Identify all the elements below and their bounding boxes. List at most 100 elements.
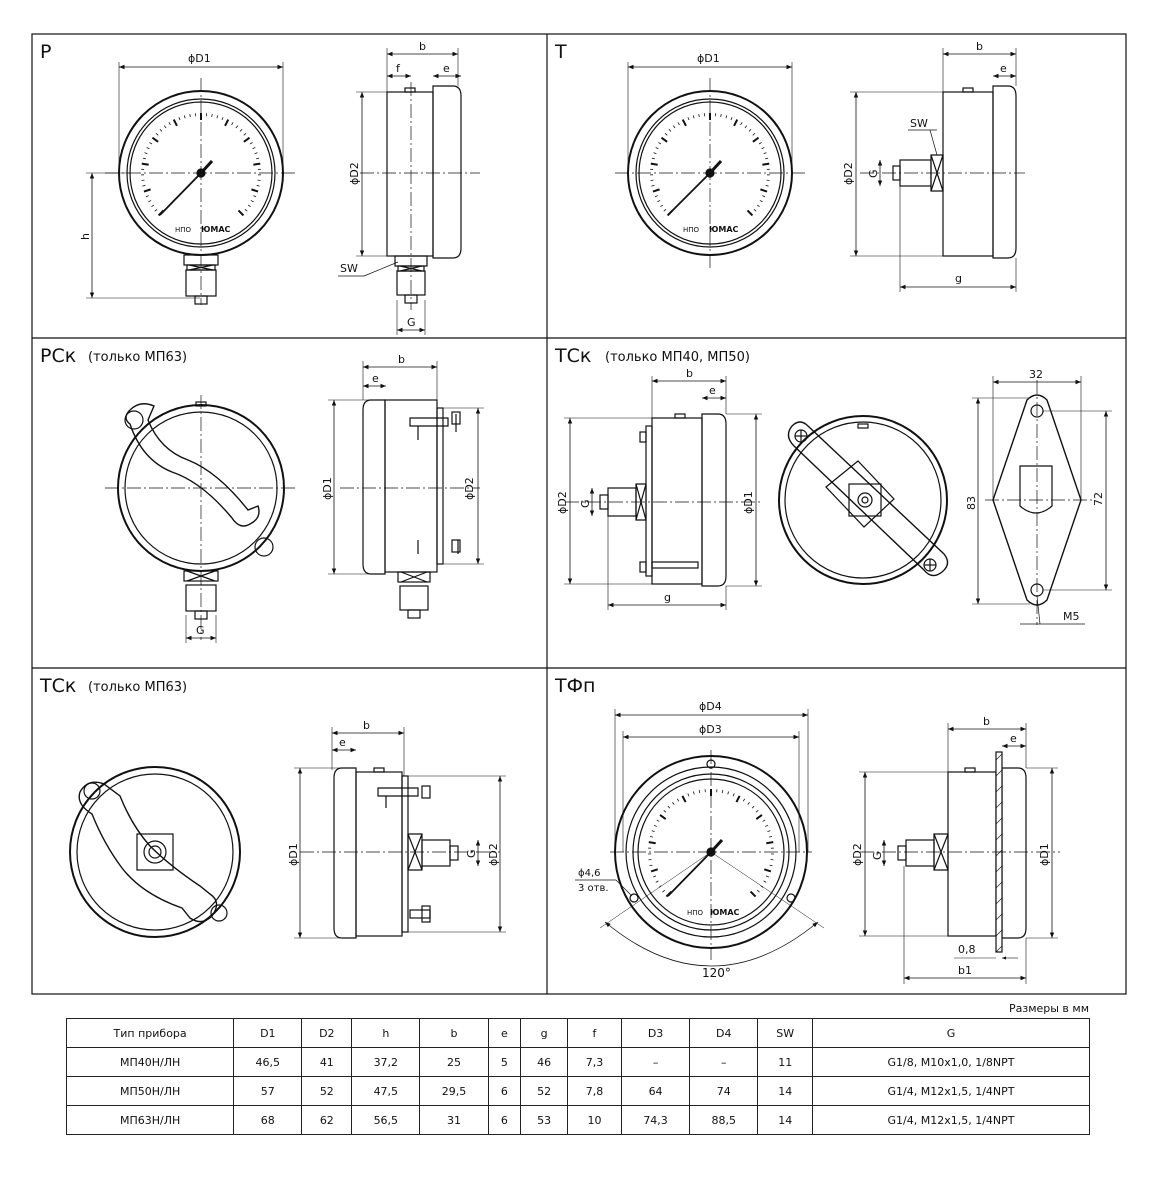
scale-tick (256, 185, 260, 187)
dim-b-t: b (976, 40, 983, 53)
gauge-side-rsk (340, 399, 480, 619)
scale-tick (651, 830, 655, 833)
dim-b1-tfp: b1 (958, 964, 972, 977)
scale-tick (667, 805, 671, 809)
scale-tick (251, 188, 259, 193)
scale-tick (142, 185, 146, 187)
scale-tick (751, 805, 755, 809)
table-cell: G1/4, M12x1,5, 1/4NPT (812, 1076, 1090, 1106)
gauge-side-tsk1 (565, 413, 760, 587)
scale-tick (752, 136, 760, 143)
table-cell: 14 (757, 1105, 814, 1135)
scale-tick (143, 188, 151, 193)
table-cell: 53 (520, 1105, 569, 1135)
scale-tick (732, 793, 735, 797)
scale-tick (653, 875, 657, 878)
table-cell: 41 (301, 1047, 353, 1077)
scale-tick (687, 793, 690, 797)
dim-g-t: G (867, 169, 880, 178)
panel-tsk2: b e ϕD1 G ϕD2 (69, 719, 506, 939)
scale-tick (762, 162, 770, 166)
table-cell: 68 (233, 1105, 303, 1135)
table-header: SW (757, 1018, 814, 1048)
table-cell: 10 (567, 1105, 622, 1135)
panel-title-tsk2: ТСк (39, 675, 76, 697)
scale-tick (149, 142, 153, 145)
scale-tick (749, 890, 757, 898)
scale-tick (249, 142, 253, 145)
table-cell: 11 (757, 1047, 814, 1077)
panel-title-tfp: ТФп (554, 675, 595, 697)
scale-tick (753, 209, 757, 212)
scale-tick (141, 162, 149, 166)
dim-sw-p: SW (340, 262, 358, 275)
table-cell: 64 (620, 1076, 691, 1106)
scale-tick (765, 875, 769, 878)
scale-tick (765, 824, 769, 827)
scale-tick (727, 791, 729, 795)
dim-g-p: G (407, 316, 416, 329)
scale-tick (144, 152, 148, 155)
panel-title-tsk1: ТСк (554, 345, 591, 367)
scale-tick (756, 889, 760, 893)
scale-tick (748, 128, 752, 132)
dim-g-tfp: G (871, 851, 884, 860)
scale-tick (224, 119, 230, 127)
scale-tick (747, 801, 750, 805)
dim-d1-rsk: ϕD1 (321, 477, 334, 500)
dim-g-rsk: G (196, 624, 205, 637)
scale-tick (763, 152, 767, 155)
scale-tick (767, 830, 771, 833)
table-header: b (419, 1018, 489, 1048)
table-cell: 6 (487, 1105, 522, 1135)
scale-tick (730, 117, 733, 121)
scale-tick (654, 195, 658, 198)
dim-d3-tfp: ϕD3 (699, 723, 722, 736)
dim-sw-t: SW (910, 117, 928, 130)
table-header: Тип прибора (65, 1018, 235, 1048)
scale-tick (256, 157, 260, 160)
dim-g-tsk2: G (465, 849, 478, 858)
table-cell: – (689, 1047, 759, 1077)
dim-e-tfp: e (1010, 732, 1017, 745)
table-cell: МП50Н/ЛН (65, 1076, 235, 1106)
brand-p: ЮМАС (201, 225, 231, 234)
table-cell: 7,3 (567, 1047, 622, 1077)
table-cell: – (620, 1047, 691, 1077)
scale-tick (763, 880, 767, 883)
dim-gg-t: g (955, 272, 962, 285)
table-cell: 31 (419, 1105, 489, 1135)
table-header: D1 (233, 1018, 303, 1048)
scale-tick (676, 798, 680, 802)
technical-drawing: Р Т РСк (только МП63) ТСк (только МП40, … (31, 33, 1127, 995)
scale-tick (653, 152, 657, 155)
scale-tick (755, 810, 759, 813)
scale-tick (663, 209, 667, 212)
dim-d2-tsk1: ϕD2 (556, 491, 569, 514)
dim-e-t: e (1000, 62, 1007, 75)
scale-tick (656, 819, 660, 822)
table-cell: G1/8, M10x1,0, 1/8NPT (812, 1047, 1090, 1077)
scale-tick (672, 125, 676, 129)
scale-tick (721, 790, 724, 794)
scale-tick (247, 204, 251, 208)
dimensions-table: Тип прибора D1 D2 h b e g f D3 D4 SW G М… (65, 1018, 1090, 1135)
table-header: G (812, 1018, 1090, 1048)
scale-tick (668, 128, 672, 132)
table-cell: 56,5 (351, 1105, 421, 1135)
dim-d1-tsk1: ϕD1 (742, 491, 755, 514)
table-row: МП63Н/ЛН 68 62 56,5 31 6 53 10 74,3 88,5… (65, 1105, 1090, 1135)
dim-angle-tfp: 120° (702, 966, 731, 980)
brand-prefix-p: НПО (175, 226, 192, 234)
gauge-back-tsk1 (778, 415, 949, 585)
scale-tick (664, 133, 668, 136)
gauge-side-p (360, 82, 480, 310)
dim-d1-tfp: ϕD1 (1038, 843, 1051, 866)
scale-tick (250, 200, 254, 203)
scale-tick (650, 868, 659, 873)
panel-note-rsk: (только МП63) (88, 350, 187, 365)
scale-tick (151, 204, 155, 208)
gauge-front-rsk (105, 395, 298, 640)
dim-d2-tsk2: ϕD2 (487, 843, 500, 866)
